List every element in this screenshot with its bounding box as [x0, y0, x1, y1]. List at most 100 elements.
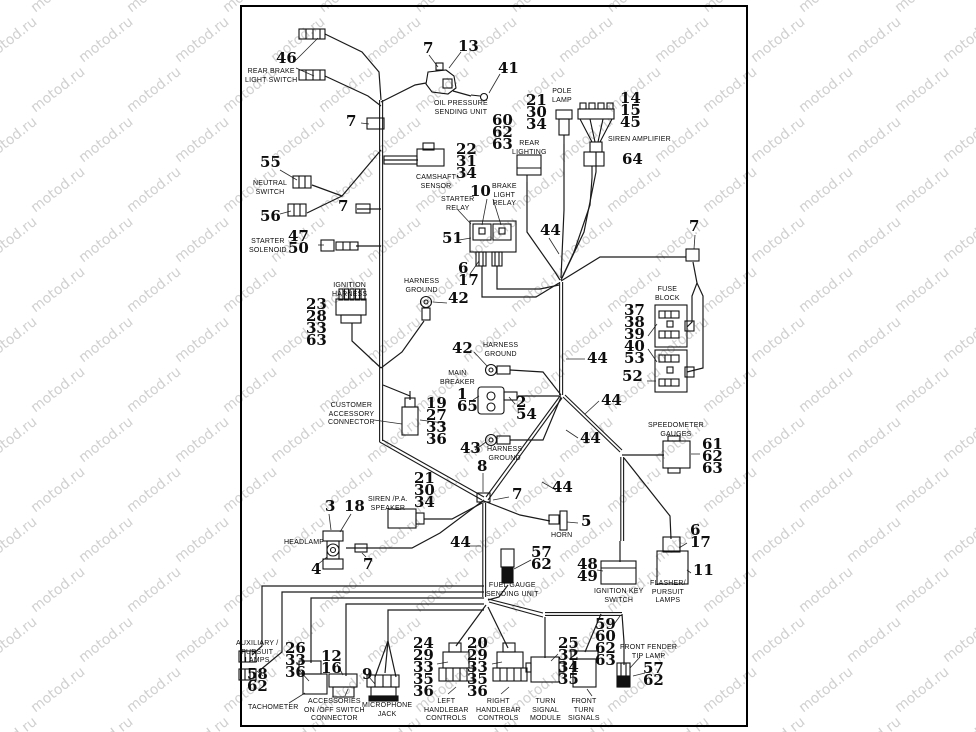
callout-44-d: 44: [580, 429, 601, 447]
label-neutral-switch: NEUTRAL SWITCH: [253, 180, 288, 196]
label-turn-signal-module: TURN SIGNAL MODULE: [530, 698, 562, 722]
wire-harness: [251, 33, 704, 678]
label-harness-ground-lower: HARNESS GROUND: [487, 446, 523, 462]
tachometer-symbol: [298, 660, 328, 695]
headlamp-symbol: [322, 530, 344, 570]
microphone-jack-symbol: [366, 674, 400, 702]
callout-10: 10: [470, 182, 491, 200]
callout-44-a: 44: [540, 221, 561, 239]
label-main-breaker: MAIN BREAKER: [440, 370, 475, 386]
label-siren-amplifier: SIREN AMPLIFIER: [608, 136, 671, 143]
oil-pressure-sending-unit-symbol: [425, 62, 457, 95]
label-flasher-pursuit-lamps: FLASHER/ PURSUIT LAMPS: [650, 580, 686, 604]
callout-22-31-34: 22 31 34: [456, 140, 477, 182]
callout-44-e: 44: [552, 478, 573, 496]
callout-44-f: 44: [450, 533, 471, 551]
label-oil-pressure-sending-unit: OIL PRESSURE SENDING UNIT: [434, 100, 488, 116]
connector-7-fuse-feed: [685, 248, 700, 262]
diagram-border: [240, 5, 748, 727]
label-accessories-switch-connector: ACCESSORIES ON /OFF SWITCH CONNECTOR: [304, 698, 365, 722]
label-ignition-key-switch: IGNITION KEY SWITCH: [594, 588, 644, 604]
harness-ground-symbol-mid: [484, 363, 511, 377]
callout-4: 4: [311, 560, 322, 578]
customer-accessory-connector-symbol: [401, 391, 419, 436]
callout-26-33-36: 26 33 36: [285, 639, 306, 681]
callout-18: 18: [344, 497, 365, 515]
callout-21-30-34-pole: 21 30 34: [526, 91, 547, 133]
label-microphone-jack: MICROPHONE JACK: [362, 702, 413, 718]
label-front-turn-signals: FRONT TURN SIGNALS: [568, 698, 600, 722]
label-tachometer: TACHOMETER: [248, 704, 299, 711]
label-rear-brake-light-switch: REAR BRAKE LIGHT SWITCH: [245, 68, 298, 84]
siren-pa-speaker-symbol: [387, 508, 425, 529]
callout-7-hub: 7: [512, 485, 523, 503]
label-left-handlebar-controls: LEFT HANDLEBAR CONTROLS: [424, 698, 469, 722]
callout-55: 55: [260, 153, 281, 171]
callout-46: 46: [276, 49, 297, 67]
callout-25-32-34-35: 25 32 34 35: [558, 634, 579, 688]
label-fuel-gauge-sending-unit: FUEL GAUGE SENDING UNIT: [486, 582, 539, 598]
label-harness-ground-top: HARNESS GROUND: [404, 278, 440, 294]
callout-7-neutral: 7: [338, 197, 349, 215]
callout-52: 52: [622, 367, 643, 385]
callout-14-15-45: 14 15 45: [620, 89, 641, 131]
callout-58-62: 58 62: [247, 665, 268, 695]
main-breaker-symbol: [477, 386, 518, 415]
fuse-block-symbol: [654, 304, 695, 393]
accessories-switch-connector-symbol: [328, 673, 358, 698]
label-siren-pa-speaker: SIREN /P.A. SPEAKER: [368, 496, 408, 512]
front-fender-tip-lamp-symbol: [616, 662, 631, 688]
callout-7-trunk: 7: [346, 112, 357, 130]
label-customer-accessory-connector: CUSTOMER ACCESSORY CONNECTOR: [328, 402, 375, 426]
callout-23-28-33-63: 23 28 33 63: [306, 295, 327, 349]
connector-7-trunk: [366, 117, 385, 130]
callout-21-30-34-speaker: 21 30 34: [414, 469, 435, 511]
callout-60-62-63: 60 62 63: [492, 111, 513, 153]
harness-ground-symbol-lower: [484, 433, 511, 447]
right-handlebar-controls-symbol: [492, 642, 528, 682]
label-starter-solenoid: STARTER SOLENOID: [249, 238, 287, 254]
callout-44-c: 44: [601, 391, 622, 409]
label-brake-light-relay: BRAKE LIGHT RELAY: [492, 183, 517, 207]
fuel-gauge-sending-unit-symbol: [500, 548, 515, 584]
callout-19-27-33-36: 19 27 33 36: [426, 394, 447, 448]
connector-7-headlamp: [354, 543, 368, 553]
callout-42-mid: 42: [452, 339, 473, 357]
callout-37-38-39-40-53: 37 38 39 40 53: [624, 301, 645, 367]
front-turn-signals-symbol: [570, 650, 599, 688]
connector-64-symbol: [583, 151, 605, 178]
callout-56: 56: [260, 207, 281, 225]
label-right-handlebar-controls: RIGHT HANDLEBAR CONTROLS: [476, 698, 521, 722]
callout-12-16: 12 16: [321, 647, 342, 677]
callout-20-29-33-35-36: 20 29 33 35 36: [467, 634, 488, 700]
callout-57-62-fuel: 57 62: [531, 543, 552, 573]
label-fuse-block: FUSE BLOCK: [655, 286, 680, 302]
connector-7-neutral: [355, 203, 371, 214]
callout-9: 9: [362, 665, 373, 683]
label-auxiliary-pursuit-lamps: AUXILIARY / PURSUIT LAMPS: [236, 640, 279, 664]
callout-51: 51: [442, 229, 463, 247]
ignition-key-switch-symbol: [600, 560, 637, 585]
rear-lighting-connector-symbol: [516, 154, 542, 182]
label-front-fender-tip-lamp: FRONT FENDER TIP LAMP: [620, 644, 678, 660]
auxiliary-pursuit-lamps-symbol: [238, 650, 257, 681]
callout-44-b: 44: [587, 349, 608, 367]
label-harness-ground-mid: HARNESS GROUND: [483, 342, 519, 358]
starter-solenoid-connector-symbol: [320, 239, 359, 252]
callout-8: 8: [477, 457, 488, 475]
label-starter-relay: STARTER RELAY: [441, 196, 475, 212]
callout-7-oil: 7: [423, 39, 434, 57]
horn-connector-symbol: [548, 510, 568, 531]
rear-brake-light-switch-symbol: [298, 28, 326, 81]
hub-connector-7: [476, 492, 491, 503]
callout-7-fuse: 7: [689, 217, 700, 235]
label-headlamp: HEADLAMP: [284, 539, 325, 546]
callout-6-17-flasher: 6 17: [690, 521, 711, 551]
turn-signal-module-symbol: [525, 656, 565, 683]
camshaft-sensor-symbol: [383, 142, 445, 167]
pole-lamp-symbol: [555, 109, 573, 144]
callout-42-top: 42: [448, 289, 469, 307]
label-pole-lamp: POLE LAMP: [552, 88, 572, 104]
main-trunks: [379, 100, 625, 618]
